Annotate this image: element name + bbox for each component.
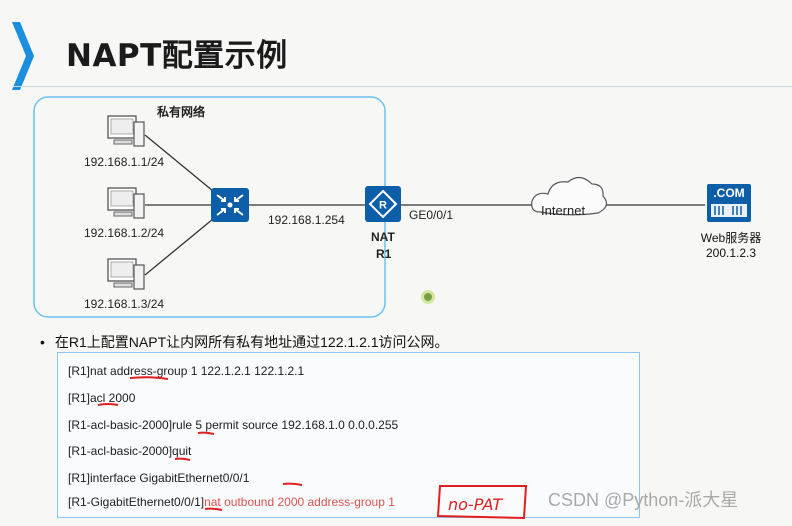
config-line: [R1]acl 2000 — [68, 391, 136, 405]
page-title: NAPT配置示例 — [66, 38, 288, 74]
pointer-dot-icon — [421, 290, 435, 304]
router-nat-label: NAT — [371, 230, 395, 244]
title-chevron-icon — [12, 22, 34, 90]
config-line-prefix: [R1-GigabitEthernet0/0/1] — [68, 495, 205, 509]
host-ip-label: 192.168.1.2/24 — [84, 226, 165, 240]
pc-icon — [107, 187, 145, 219]
pc-icon — [107, 258, 145, 290]
watermark: CSDN @Python-派大星 — [548, 490, 739, 510]
config-line: [R1-GigabitEthernet0/0/1]nat outbound 20… — [68, 495, 395, 509]
title-divider — [12, 86, 792, 87]
config-line: [R1]interface GigabitEthernet0/0/1 — [68, 471, 250, 485]
config-line: [R1-acl-basic-2000]quit — [68, 444, 192, 458]
bullet-dot-icon: • — [40, 334, 45, 350]
config-line: [R1]nat address-group 1 122.1.2.1 122.1.… — [68, 364, 305, 378]
bullet-point: • 在R1上配置NAPT让内网所有私有地址通过122.1.2.1访问公网。 — [40, 332, 449, 352]
router-icon: R — [365, 186, 401, 222]
router-interface-label: GE0/0/1 — [409, 208, 454, 222]
web-server-name: Web服务器 — [700, 231, 762, 245]
host-ip-label: 192.168.1.3/24 — [84, 297, 165, 311]
bullet-text: 在R1上配置NAPT让内网所有私有地址通过122.1.2.1访问公网。 — [54, 334, 449, 350]
web-server-icon — [707, 184, 751, 222]
server-badge: .COM — [713, 186, 745, 200]
router-name-label: R1 — [376, 247, 392, 261]
switch-icon — [211, 188, 249, 222]
config-line-highlight: nat outbound 2000 address-group 1 — [204, 495, 395, 509]
network-diagram: R — [33, 96, 751, 318]
internet-label: Internet — [541, 203, 586, 218]
switch-link-ip-label: 192.168.1.254 — [268, 213, 345, 227]
pc-icon — [107, 115, 145, 147]
web-server-ip: 200.1.2.3 — [705, 246, 757, 260]
private-network-region — [33, 96, 386, 318]
svg-text:R: R — [379, 200, 387, 212]
host-ip-label: 192.168.1.1/24 — [84, 155, 165, 169]
private-network-label: 私有网络 — [157, 105, 206, 119]
config-line: [R1-acl-basic-2000]rule 5 permit source … — [68, 418, 399, 432]
internet-cloud-icon — [531, 176, 608, 216]
